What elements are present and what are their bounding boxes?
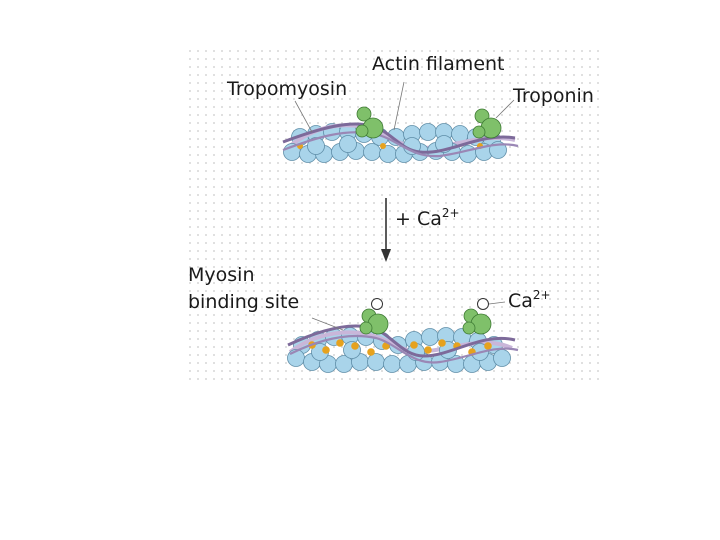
bottom-filament: [287, 298, 519, 373]
calcium-ion-charge: 2+: [532, 288, 551, 302]
calcium-arrow: [381, 198, 391, 262]
tropomyosin-leader: [294, 100, 313, 133]
myosin-binding-site-label: Myosin binding site: [188, 264, 300, 313]
actin-filament-leader: [393, 81, 405, 131]
myosin-binding-site-line-2: binding site: [188, 290, 300, 313]
calcium-addition-text: + Ca: [395, 208, 442, 230]
troponin-right-top: [472, 108, 502, 139]
calcium-ion-text: Ca: [508, 290, 533, 312]
calcium-addition-label: + Ca2+: [395, 207, 460, 230]
calcium-ion-label: Ca2+: [508, 289, 551, 312]
troponin-right-bottom: [462, 308, 492, 335]
troponin-leader: [495, 99, 515, 119]
tropomyosin-label: Tropomyosin: [227, 78, 348, 100]
calcium-ion-right: [477, 298, 489, 310]
troponin-left-bottom: [359, 308, 389, 335]
top-filament: [282, 106, 519, 163]
calcium-leader: [488, 301, 506, 305]
tropomyosin-strand-top-1: [282, 122, 516, 154]
myosin-binding-site-leader: [311, 317, 344, 331]
actin-filament-label: Actin filament: [372, 53, 505, 75]
tropomyosin-strand-top-2: [282, 131, 519, 158]
tropomyosin-strand-bottom-2: [289, 334, 519, 364]
tropomyosin-strand-bottom-1: [287, 324, 516, 358]
calcium-addition-charge: 2+: [441, 206, 460, 220]
troponin-left-top: [355, 106, 384, 139]
troponin-label: Troponin: [513, 85, 594, 107]
calcium-ion-left: [371, 298, 383, 310]
myosin-binding-site-line-1: Myosin: [188, 264, 255, 286]
figure-panel: [186, 47, 604, 383]
